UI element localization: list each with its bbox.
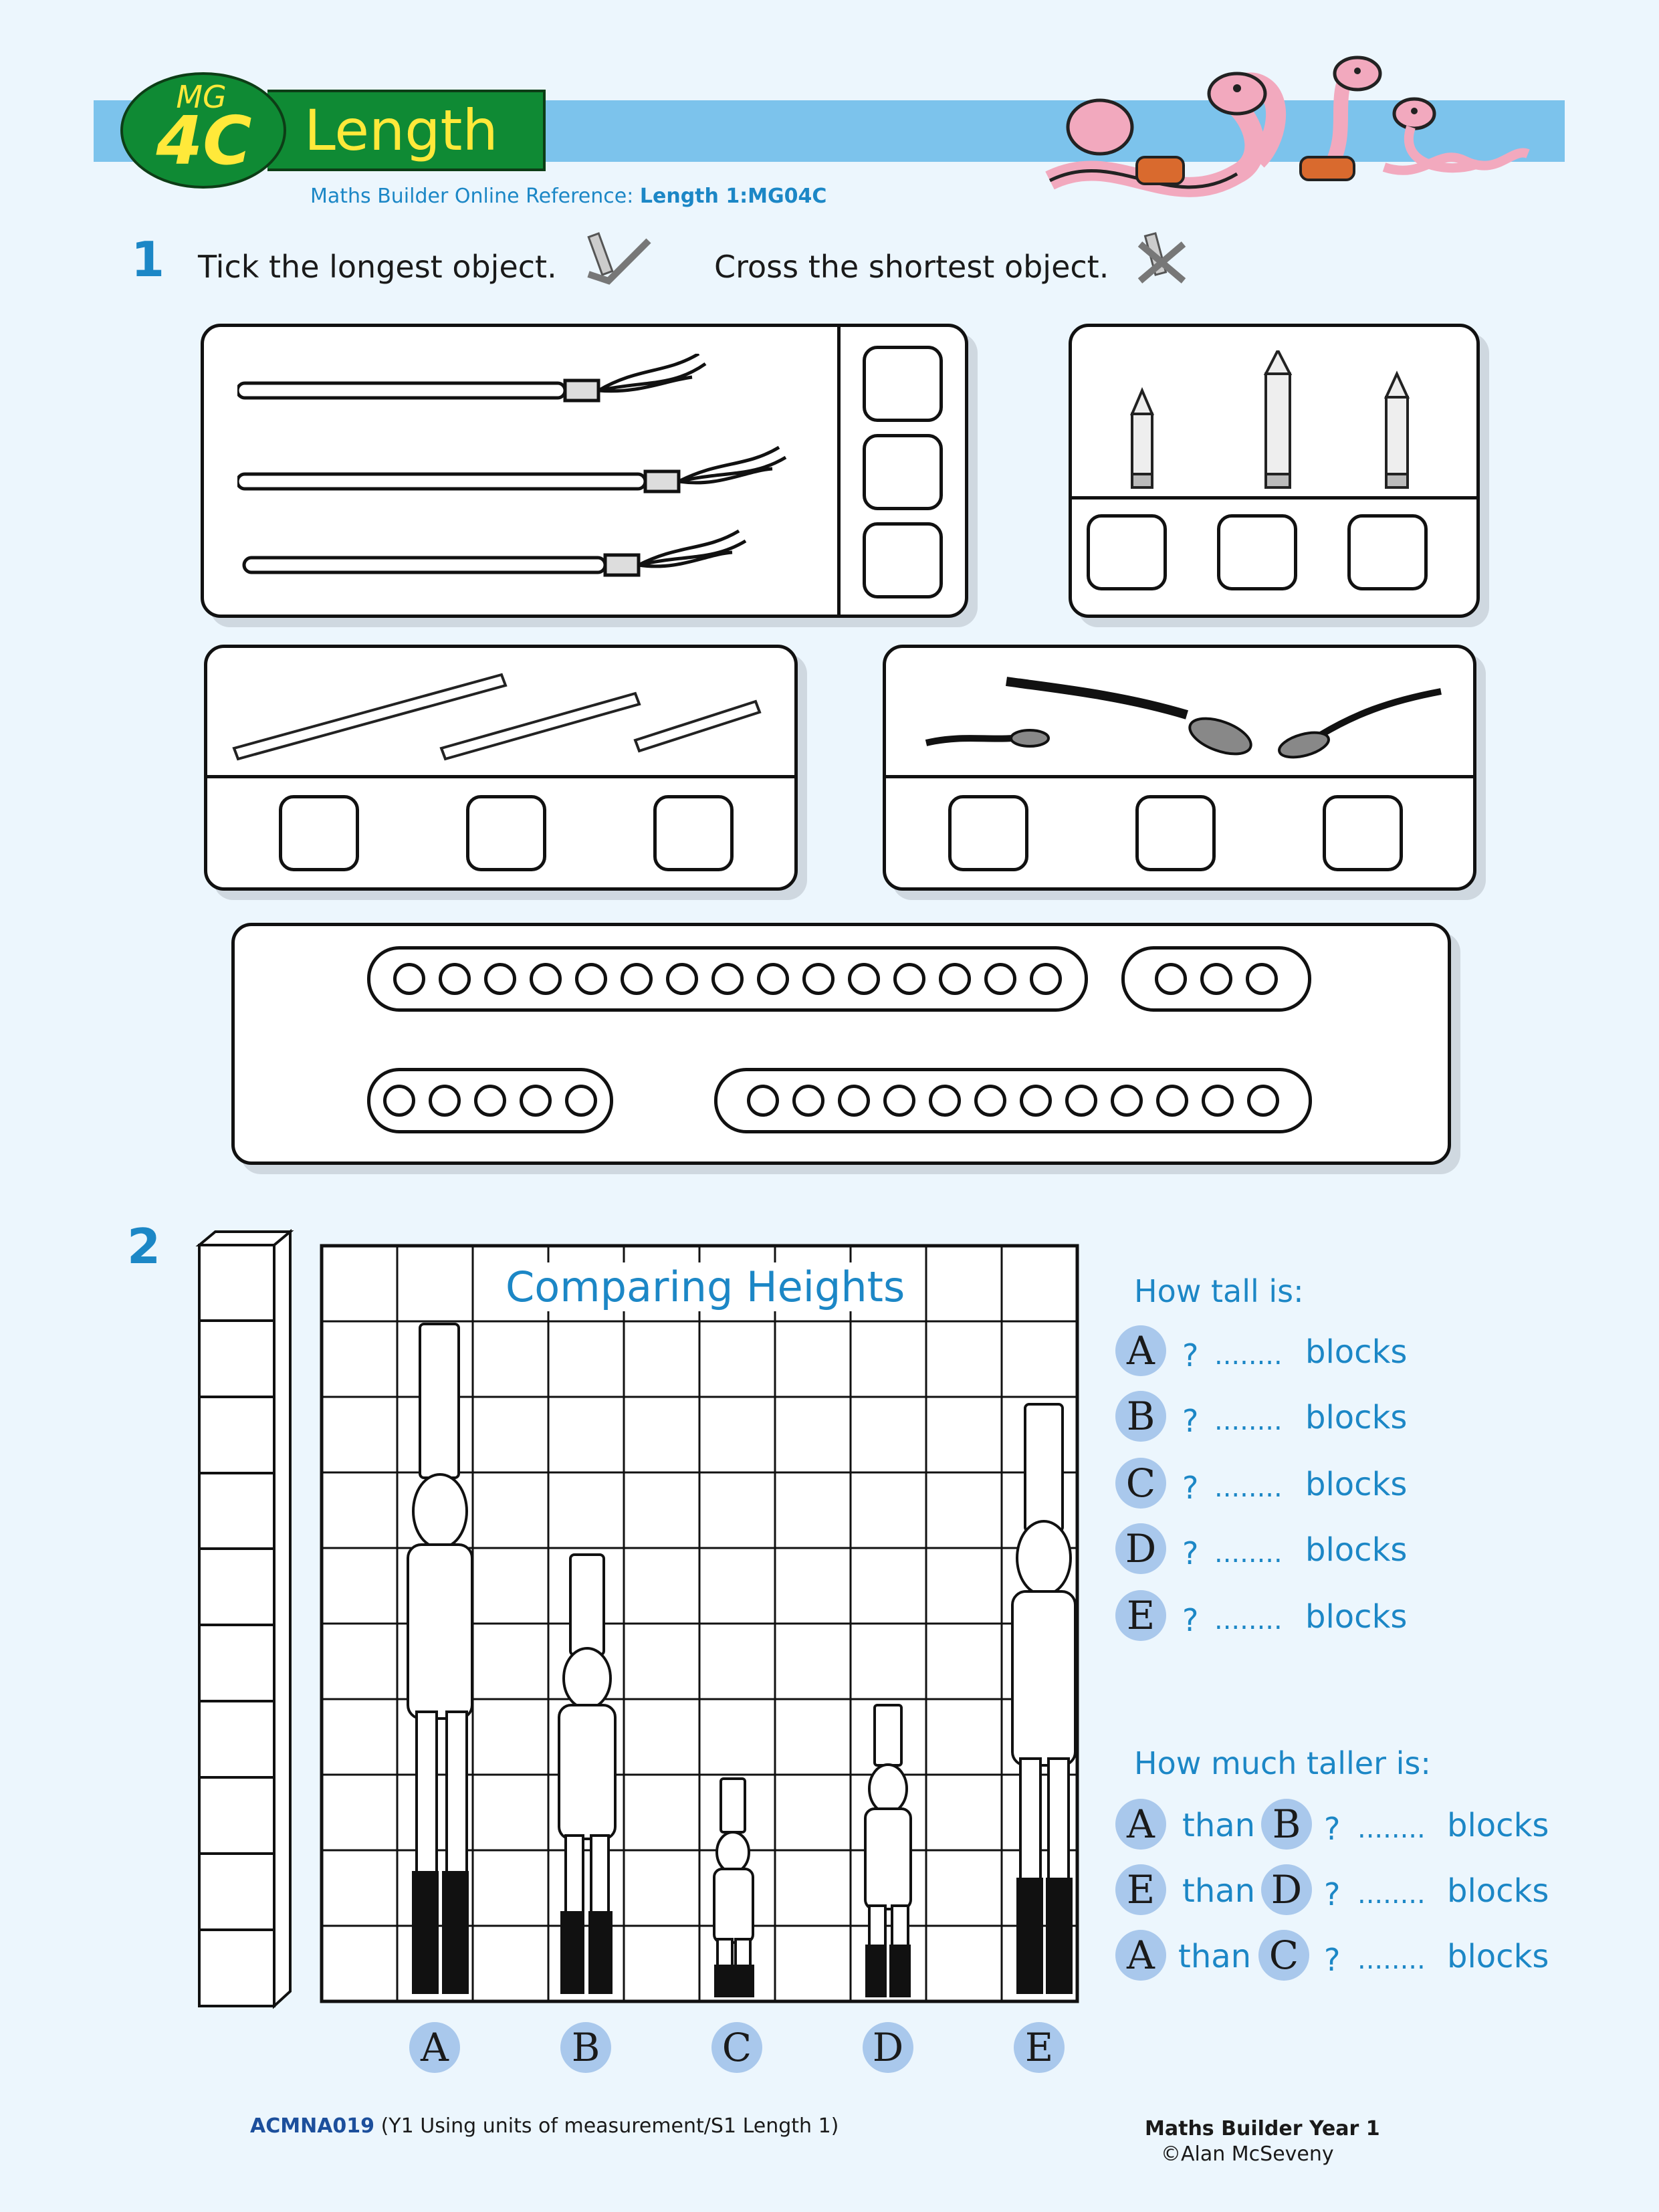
beads-panel	[231, 923, 1451, 1165]
straws-panel	[204, 645, 798, 891]
unit-label: blocks	[1305, 1531, 1408, 1569]
answer-box[interactable]	[1347, 514, 1428, 590]
how-tall-letter: B	[1115, 1391, 1166, 1442]
question-mark: ?	[1324, 1876, 1341, 1912]
soldier-label-a: A	[409, 2022, 460, 2073]
unit-label: blocks	[1447, 1872, 1549, 1910]
book-title: Maths Builder Year 1	[1145, 2117, 1380, 2140]
answer-blank[interactable]: ........	[1357, 1945, 1426, 1975]
badge-oval	[120, 72, 286, 189]
cross-instruction: Cross the shortest object.	[714, 249, 1109, 285]
straws	[232, 673, 762, 761]
answer-box[interactable]	[1217, 514, 1297, 590]
bead-string-15	[367, 946, 1088, 1012]
answer-blank[interactable]: ........	[1214, 1605, 1283, 1636]
than-label: than	[1182, 1872, 1256, 1910]
than-label: than	[1178, 1938, 1252, 1975]
tick-pencil-icon	[587, 232, 651, 285]
how-tall-letter: A	[1115, 1325, 1166, 1376]
soldier-label-b: B	[560, 2022, 611, 2073]
answer-box[interactable]	[1087, 514, 1167, 590]
bead-string-3	[1121, 946, 1311, 1012]
taller-letter-b: C	[1258, 1930, 1309, 1981]
unit-label: blocks	[1305, 1598, 1408, 1636]
taller-letter-a: A	[1115, 1930, 1166, 1981]
answer-blank[interactable]: ........	[1214, 1472, 1283, 1503]
answer-box[interactable]	[948, 795, 1028, 871]
answer-blank[interactable]: ........	[1357, 1879, 1426, 1910]
soldier-label-e: E	[1014, 2022, 1065, 2073]
cross-pencil-icon	[1137, 232, 1186, 284]
answer-box[interactable]	[863, 522, 943, 598]
answer-blank[interactable]: ........	[1357, 1813, 1426, 1844]
question-mark: ?	[1182, 1535, 1199, 1571]
question-1-number: 1	[131, 231, 165, 288]
block-tower	[195, 1229, 294, 2009]
badge-code: 4C	[156, 102, 252, 180]
unit-label: blocks	[1305, 1333, 1408, 1371]
answer-box[interactable]	[1135, 795, 1216, 871]
question-mark: ?	[1182, 1337, 1199, 1373]
answer-box[interactable]	[279, 795, 359, 871]
online-reference: Maths Builder Online Reference: Length 1…	[310, 185, 827, 208]
worms-illustration	[1045, 56, 1530, 197]
answer-box[interactable]	[863, 346, 943, 422]
answer-box[interactable]	[466, 795, 546, 871]
taller-letter-a: E	[1115, 1864, 1166, 1915]
comparing-heights-grid	[320, 1244, 1079, 2003]
brushes-panel	[201, 324, 968, 618]
copyright: ©Alan McSeveny	[1161, 2142, 1334, 2166]
soldier-label-c: C	[711, 2022, 762, 2073]
answer-box[interactable]	[653, 795, 734, 871]
bead-string-12	[714, 1068, 1312, 1133]
answer-blank[interactable]: ........	[1214, 1406, 1283, 1436]
how-tall-letter: D	[1115, 1523, 1166, 1574]
answer-box[interactable]	[1323, 795, 1403, 871]
taller-letter-b: D	[1261, 1864, 1312, 1915]
than-label: than	[1182, 1807, 1256, 1844]
soldier-label-d: D	[863, 2022, 913, 2073]
question-mark: ?	[1324, 1942, 1341, 1978]
tick-instruction: Tick the longest object.	[198, 249, 557, 285]
taller-letter-b: B	[1261, 1799, 1312, 1850]
question-mark: ?	[1324, 1811, 1341, 1847]
how-tall-letter: E	[1115, 1590, 1166, 1641]
how-tall-letter: C	[1115, 1458, 1166, 1509]
badge-top: MG	[176, 79, 227, 115]
unit-label: blocks	[1447, 1938, 1549, 1975]
how-tall-heading: How tall is:	[1134, 1273, 1304, 1309]
unit-label: blocks	[1447, 1807, 1549, 1844]
page-title: Length	[304, 98, 498, 163]
question-mark: ?	[1182, 1470, 1199, 1506]
taller-heading: How much taller is:	[1134, 1745, 1431, 1781]
spoons-panel	[883, 645, 1476, 891]
answer-blank[interactable]: ........	[1214, 1340, 1283, 1371]
taller-letter-a: A	[1115, 1799, 1166, 1850]
pencils	[1129, 350, 1410, 489]
pencils-panel	[1069, 324, 1480, 618]
title-box	[267, 90, 546, 171]
question-mark: ?	[1182, 1602, 1199, 1638]
question-2-number: 2	[127, 1218, 161, 1275]
unit-label: blocks	[1305, 1466, 1408, 1503]
paintbrushes	[237, 354, 787, 577]
unit-label: blocks	[1305, 1399, 1408, 1436]
spoons	[925, 677, 1442, 759]
bead-string-5	[367, 1068, 613, 1133]
answer-blank[interactable]: ........	[1214, 1538, 1283, 1569]
question-mark: ?	[1182, 1403, 1199, 1439]
curriculum-code: ACMNA019 (Y1 Using units of measurement/…	[250, 2114, 839, 2138]
grid-title: Comparing Heights	[502, 1262, 909, 1311]
answer-box[interactable]	[863, 434, 943, 510]
